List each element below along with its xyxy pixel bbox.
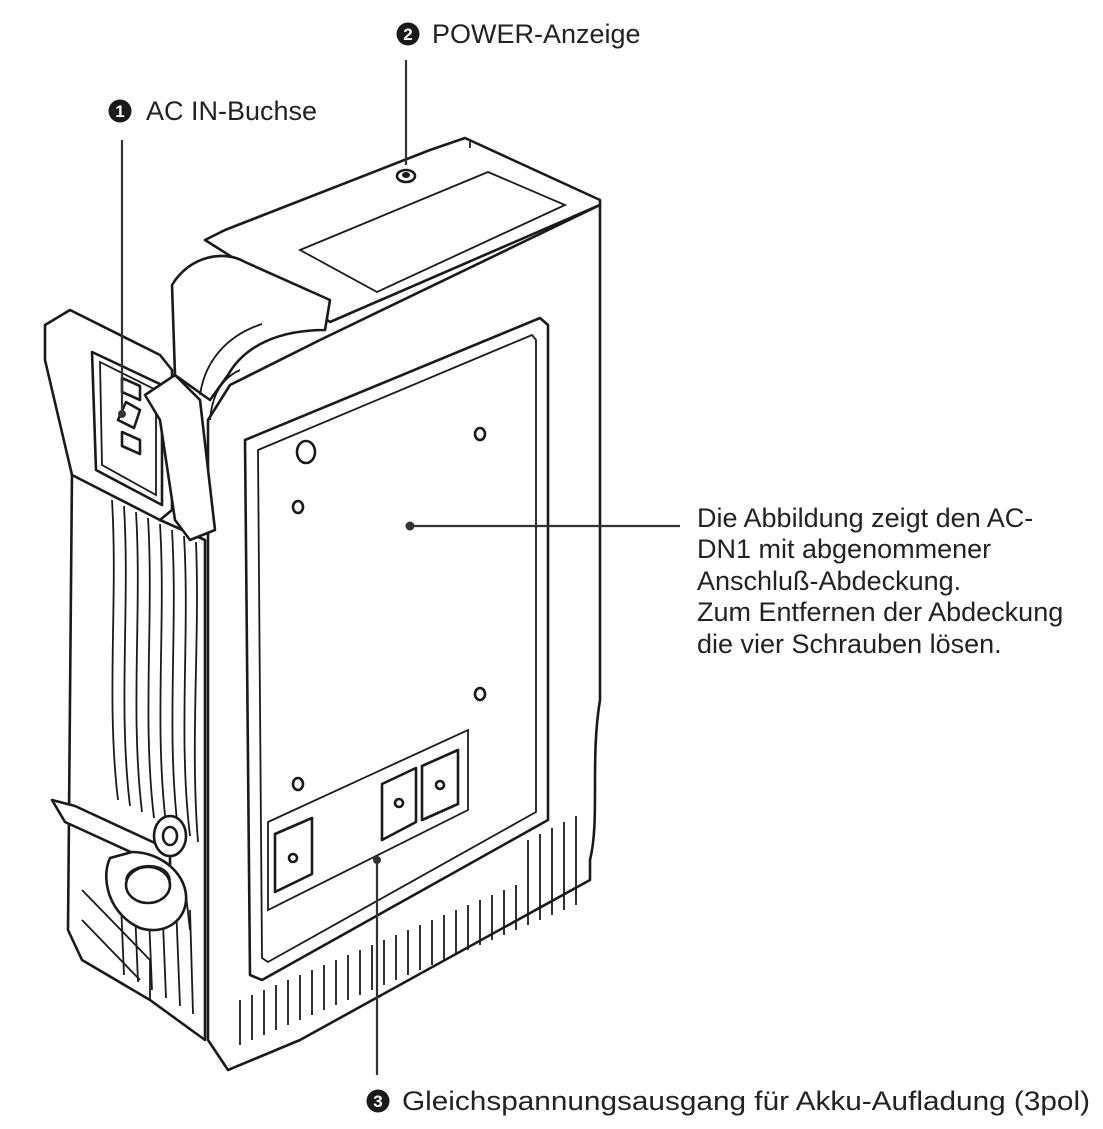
note-line-5: die vier Schrauben lösen. bbox=[697, 629, 1002, 659]
note-line-1: Die Abbildung zeigt den AC- bbox=[697, 503, 1033, 533]
callout-note: Die Abbildung zeigt den AC- DN1 mit abge… bbox=[405, 503, 1063, 659]
leader-dot-ac-in bbox=[118, 410, 126, 418]
callout-power: 2 POWER-Anzeige bbox=[396, 19, 641, 165]
leader-dot-note bbox=[405, 521, 415, 531]
callout-label-dc-out: Gleichspannungsausgang für Akku-Aufladun… bbox=[402, 1086, 1090, 1116]
callout-number-badge bbox=[396, 22, 420, 46]
callout-dc-out: 3 Gleichspannungsausgang für Akku-Auflad… bbox=[366, 856, 1090, 1116]
callout-number: 3 bbox=[373, 1092, 382, 1111]
cable-clamp bbox=[50, 798, 191, 932]
callout-label-ac-in: AC IN-Buchse bbox=[146, 96, 317, 126]
mounting-screws bbox=[291, 426, 487, 792]
note-line-3: Anschluß-Abdeckung. bbox=[697, 566, 961, 596]
dc-output-connector bbox=[267, 728, 469, 912]
leader-dot-dc-out bbox=[373, 856, 381, 864]
note-line-4: Zum Entfernen der Abdeckung bbox=[697, 597, 1063, 627]
callout-number-badge bbox=[366, 1089, 390, 1113]
callout-number: 2 bbox=[403, 25, 412, 44]
ac-adapter-device bbox=[43, 136, 602, 1072]
note-line-2: DN1 mit abgenommener bbox=[697, 534, 991, 564]
callout-ac-in: 1 AC IN-Buchse bbox=[108, 96, 317, 418]
callout-number-badge bbox=[108, 99, 132, 123]
power-indicator-led bbox=[395, 168, 417, 184]
callout-number: 1 bbox=[115, 102, 124, 121]
callout-label-power: POWER-Anzeige bbox=[432, 19, 641, 49]
front-vent-slots bbox=[239, 816, 577, 1045]
ac-in-housing bbox=[43, 254, 332, 542]
